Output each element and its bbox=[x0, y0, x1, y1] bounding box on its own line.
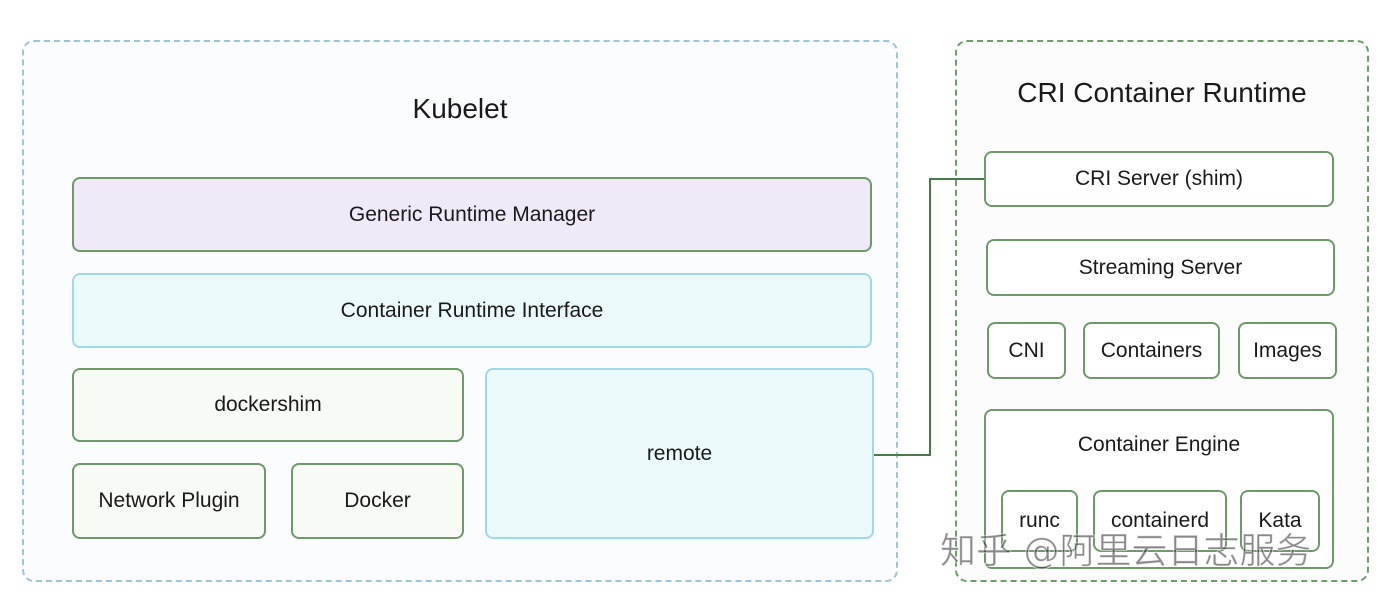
dockershim-box: dockershim bbox=[72, 368, 464, 442]
containers-box: Containers bbox=[1083, 322, 1220, 379]
runc-box: runc bbox=[1001, 490, 1078, 552]
streaming-server-box: Streaming Server bbox=[986, 239, 1335, 296]
cri-server-box: CRI Server (shim) bbox=[984, 151, 1334, 207]
network-plugin-box: Network Plugin bbox=[72, 463, 266, 539]
watermark-text: 知乎 @阿里云日志服务 bbox=[939, 531, 1312, 573]
remote-box: remote bbox=[485, 368, 874, 539]
containerd-box: containerd bbox=[1093, 490, 1227, 552]
kata-box: Kata bbox=[1240, 490, 1320, 552]
docker-box: Docker bbox=[291, 463, 464, 539]
cni-box: CNI bbox=[987, 322, 1066, 379]
cri-title: CRI Container Runtime bbox=[1017, 77, 1307, 108]
images-box: Images bbox=[1238, 322, 1337, 379]
container-runtime-interface-box: Container Runtime Interface bbox=[72, 273, 872, 348]
kubelet-title: Kubelet bbox=[412, 93, 508, 124]
generic-runtime-manager-box: Generic Runtime Manager bbox=[72, 177, 872, 252]
